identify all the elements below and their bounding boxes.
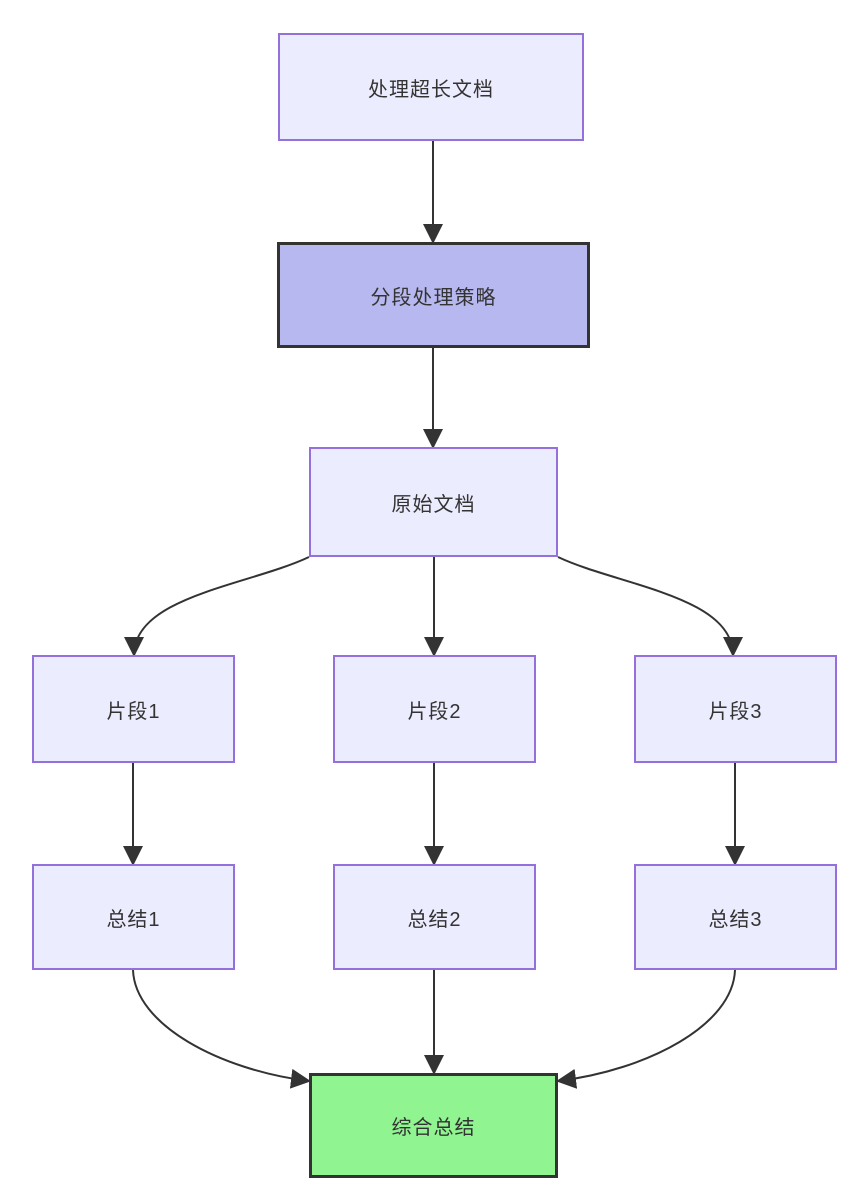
node-label: 片段1 — [106, 700, 161, 723]
node-label: 综合总结 — [391, 1117, 476, 1139]
node-segmentation-strategy: 分段处理策略 — [277, 242, 590, 348]
node-original-document: 原始文档 — [309, 447, 558, 557]
node-label: 总结1 — [106, 908, 161, 931]
node-process-long-document: 处理超长文档 — [278, 33, 584, 141]
edge-summary1-to-final — [132, 969, 311, 1089]
edge-original-to-fragment3 — [557, 556, 743, 657]
node-label: 片段3 — [708, 700, 763, 723]
node-summary-1: 总结1 — [32, 864, 235, 970]
node-label: 分段处理策略 — [370, 286, 497, 309]
node-fragment-2: 片段2 — [333, 655, 536, 763]
edge-summary3-to-final — [556, 969, 736, 1089]
node-label: 原始文档 — [391, 493, 476, 516]
node-summary-2: 总结2 — [333, 864, 536, 970]
node-label: 总结3 — [708, 908, 763, 931]
node-fragment-3: 片段3 — [634, 655, 837, 763]
node-label: 片段2 — [407, 700, 462, 723]
node-label: 处理超长文档 — [368, 78, 494, 101]
node-label: 总结2 — [407, 908, 462, 931]
node-fragment-1: 片段1 — [32, 655, 235, 763]
edge-original-to-fragment1 — [124, 556, 310, 657]
node-summary-3: 总结3 — [634, 864, 837, 970]
node-combined-summary: 综合总结 — [309, 1073, 558, 1178]
